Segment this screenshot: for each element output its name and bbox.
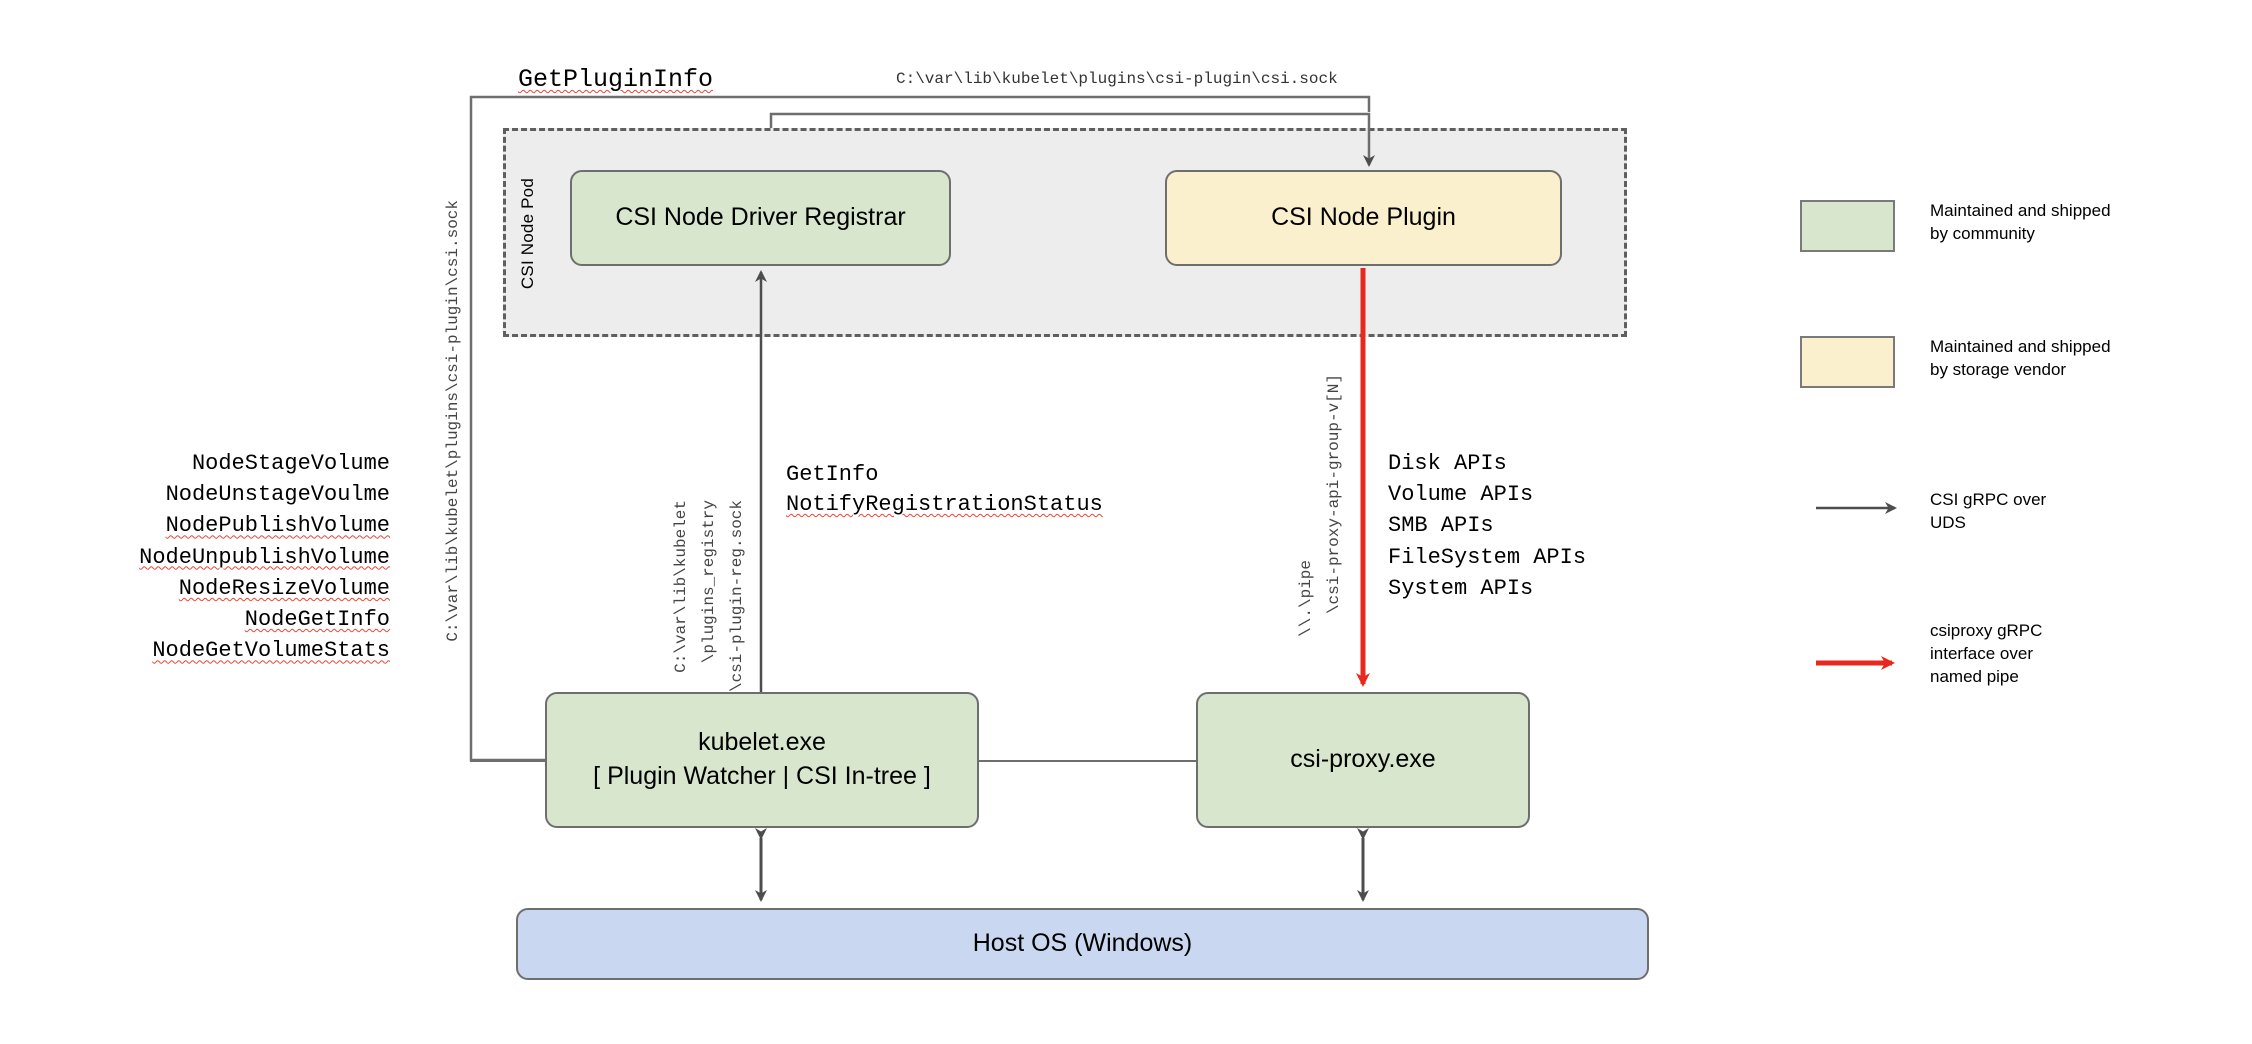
host-os-label: Host OS (Windows) [972,929,1193,958]
node-service-call-list: NodeStageVolume NodeUnstageVoulme NodePu… [90,448,390,667]
legend-label-csi-grpc: CSI gRPC over UDS [1930,490,2047,532]
legend-label-csiproxy-grpc: csiproxy gRPC interface over named pipe [1930,621,2043,686]
csi-node-plugin-box[interactable]: CSI Node Plugin [1165,170,1562,266]
csi-node-pod-label: CSI Node Pod [518,178,537,290]
host-os-box[interactable]: Host OS (Windows) [516,908,1649,980]
proxy-api-item: SMB APIs [1388,513,1494,539]
kubelet-title: kubelet.exe [698,728,826,757]
legend-label-community: Maintained and shipped by community [1930,201,2111,243]
named-pipe-path-line-2: \csi-proxy-api-group-v[N] [1325,374,1343,615]
node-service-call-item: NodeResizeVolume [178,575,390,601]
node-service-call-item: NodeGetVolumeStats [152,638,390,664]
legend-swatch-vendor [1800,336,1895,388]
legend-swatch-community [1800,200,1895,252]
csi-proxy-label: csi-proxy.exe [1290,745,1436,774]
node-service-call-item: NodeUnstageVoulme [165,482,390,508]
node-service-call-item: NodeStageVolume [191,451,390,476]
csi-sock-path-top-label: C:\var\lib\kubelet\plugins\csi-plugin\cs… [896,70,1338,88]
csi-sock-path-left-label: C:\var\lib\kubelet\plugins\csi-plugin\cs… [444,200,462,642]
registry-path-line-3: \csi-plugin-reg.sock [728,500,746,693]
proxy-api-list: Disk APIs Volume APIs SMB APIs FileSyste… [1388,448,1586,604]
proxy-api-item: System APIs [1388,575,1534,601]
registry-path-line-2: \plugins_registry [700,500,718,664]
csi-node-driver-registrar-label: CSI Node Driver Registrar [615,203,906,232]
registry-path-line-1: C:\var\lib\kubelet [672,500,690,673]
proxy-api-item: FileSystem APIs [1388,544,1587,570]
registration-call-notify: NotifyRegistrationStatus [786,492,1103,517]
csi-node-driver-registrar-box[interactable]: CSI Node Driver Registrar [570,170,951,266]
proxy-api-item: Disk APIs [1388,451,1507,476]
kubelet-box[interactable]: kubelet.exe [ Plugin Watcher | CSI In-tr… [545,692,979,828]
node-service-call-item: NodeGetInfo [244,607,390,633]
legend-label-vendor: Maintained and shipped by storage vendor [1930,337,2111,379]
get-plugin-info-label: GetPluginInfo [518,65,714,94]
registration-call-getinfo: GetInfo [786,462,879,487]
kubelet-subtitle: [ Plugin Watcher | CSI In-tree ] [593,762,931,790]
named-pipe-path-line-1: \\.\pipe [1297,560,1315,637]
node-service-call-item: NodeUnpublishVolume [139,544,390,570]
node-service-call-item: NodePublishVolume [165,513,390,539]
csi-node-plugin-label: CSI Node Plugin [1271,203,1456,232]
proxy-api-item: Volume APIs [1388,482,1534,508]
csi-proxy-box[interactable]: csi-proxy.exe [1196,692,1530,828]
